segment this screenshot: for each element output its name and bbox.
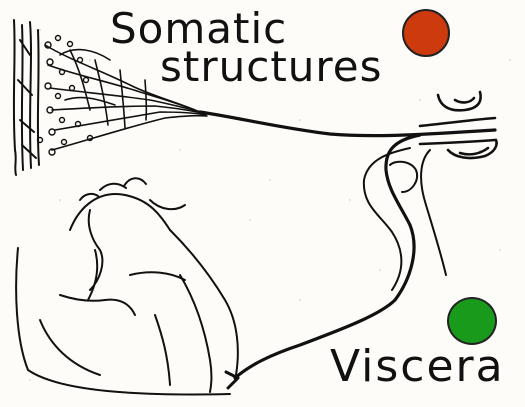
viscera-marker-green-dot <box>447 297 497 345</box>
heart-organ <box>16 178 238 394</box>
sympathetic-chain-outline-2 <box>421 150 446 275</box>
viscera-label: Viscera <box>330 345 505 389</box>
somatic-structures-label-line2: structures <box>160 46 382 88</box>
ganglion-curve <box>390 162 417 192</box>
body-wall <box>14 20 39 175</box>
somatic-marker-red-dot <box>402 9 450 57</box>
spinal-root <box>420 92 497 158</box>
receptor-endings <box>38 36 93 156</box>
